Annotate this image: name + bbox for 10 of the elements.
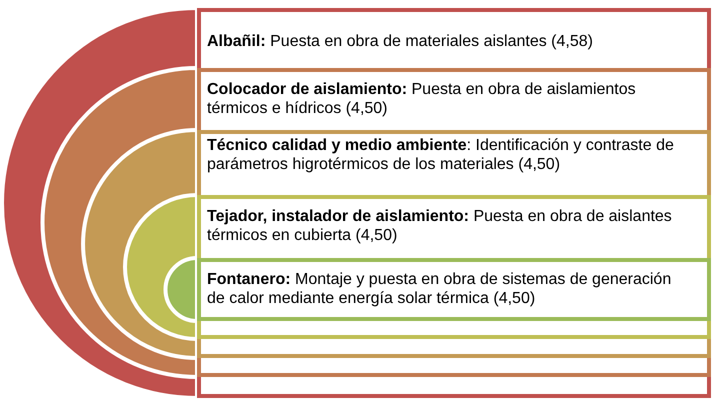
text-box [197, 68, 711, 377]
role-description: Colocador de aislamiento: Puesta en obra de aislamientos térmicos e hídricos (4,50) [207, 80, 637, 118]
text-box [197, 195, 711, 339]
role-description: Albañil: Puesta en obra de materiales aislantes (4,58) [207, 32, 594, 51]
role-description: Tejador, instalador de aislamiento: Puesta en obra de aislantes térmicos en cubierta (4,50) [207, 207, 673, 245]
text-box [197, 258, 711, 321]
role-description: Fontanero: Montaje y puesta en obra de sistemas de generación de calor mediante energía solar térmica (4,50) [207, 270, 672, 308]
text-box [197, 130, 711, 358]
text-box [197, 8, 711, 398]
role-description: Técnico calidad y medio ambiente: Identificación y contraste de parámetros higrotérmicos de los materiales (4,50) [207, 136, 675, 174]
